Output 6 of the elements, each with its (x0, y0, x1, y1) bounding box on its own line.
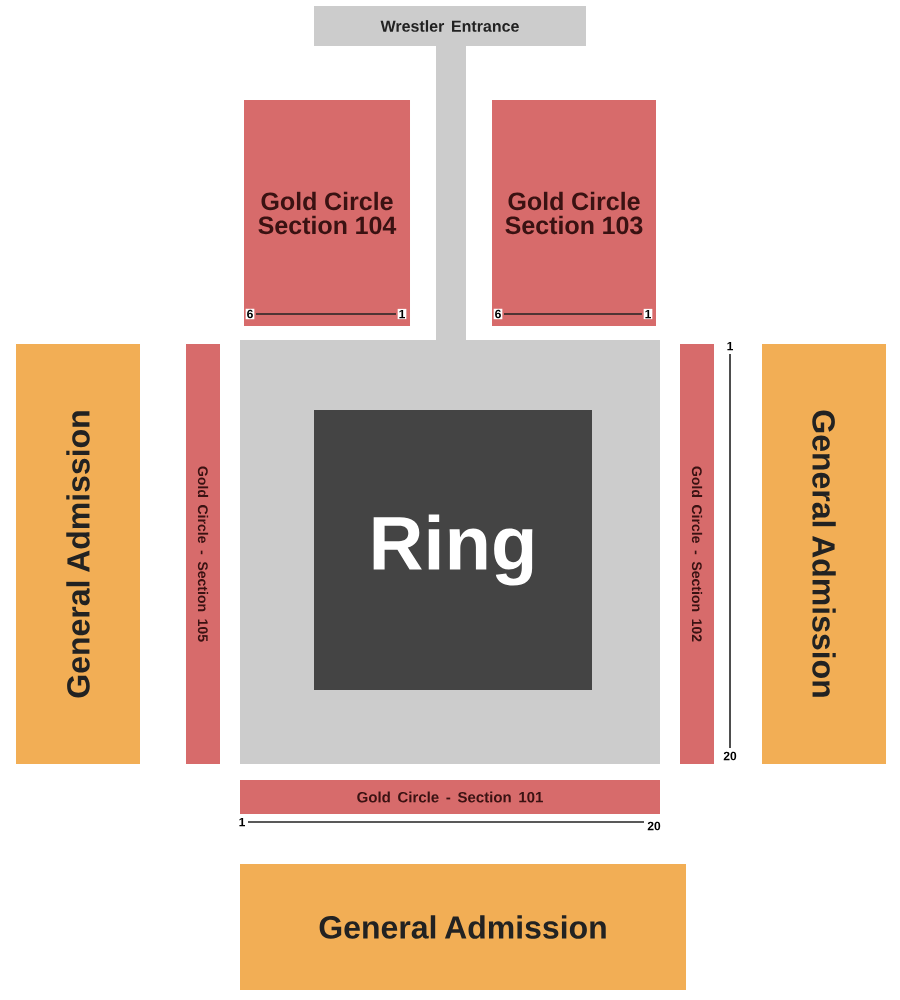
ring: Ring (314, 410, 592, 690)
walkway (436, 46, 466, 342)
seating-section: General Admission (16, 344, 140, 764)
seating-section: General Admission (240, 864, 686, 990)
seating-section: General Admission (762, 344, 886, 764)
entrance-box: Wrestler Entrance (314, 6, 586, 46)
